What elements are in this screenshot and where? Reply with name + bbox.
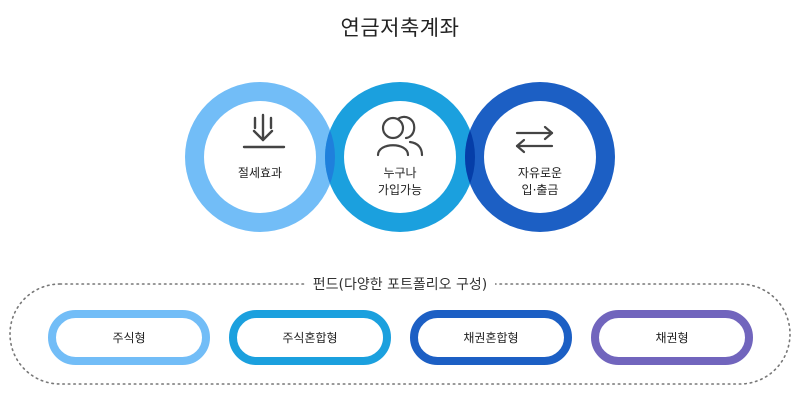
fund-label: 펀드(다양한 포트폴리오 구성) bbox=[0, 274, 800, 294]
circle-inner-tax bbox=[204, 101, 316, 213]
download-icon bbox=[242, 113, 286, 149]
circle-inner-free bbox=[484, 101, 596, 213]
fund-pill-bond: 채권형 bbox=[591, 310, 753, 365]
fund-container bbox=[9, 283, 791, 385]
circle-label-free: 자유로운 입·출금 bbox=[517, 166, 563, 197]
fund-pill-bond-mixed: 채권혼합형 bbox=[410, 310, 572, 365]
fund-pill-equity-mixed: 주식혼합형 bbox=[229, 310, 391, 365]
circle-inner-anyone bbox=[344, 101, 456, 213]
swap-arrows-icon bbox=[515, 125, 554, 154]
users-icon bbox=[376, 115, 424, 157]
circle-label-anyone: 누구나 가입가능 bbox=[377, 166, 423, 197]
circle-label-tax: 절세효과 bbox=[237, 166, 283, 180]
page-title: 연금저축계좌 bbox=[340, 16, 460, 40]
fund-pill-equity: 주식형 bbox=[48, 310, 210, 365]
